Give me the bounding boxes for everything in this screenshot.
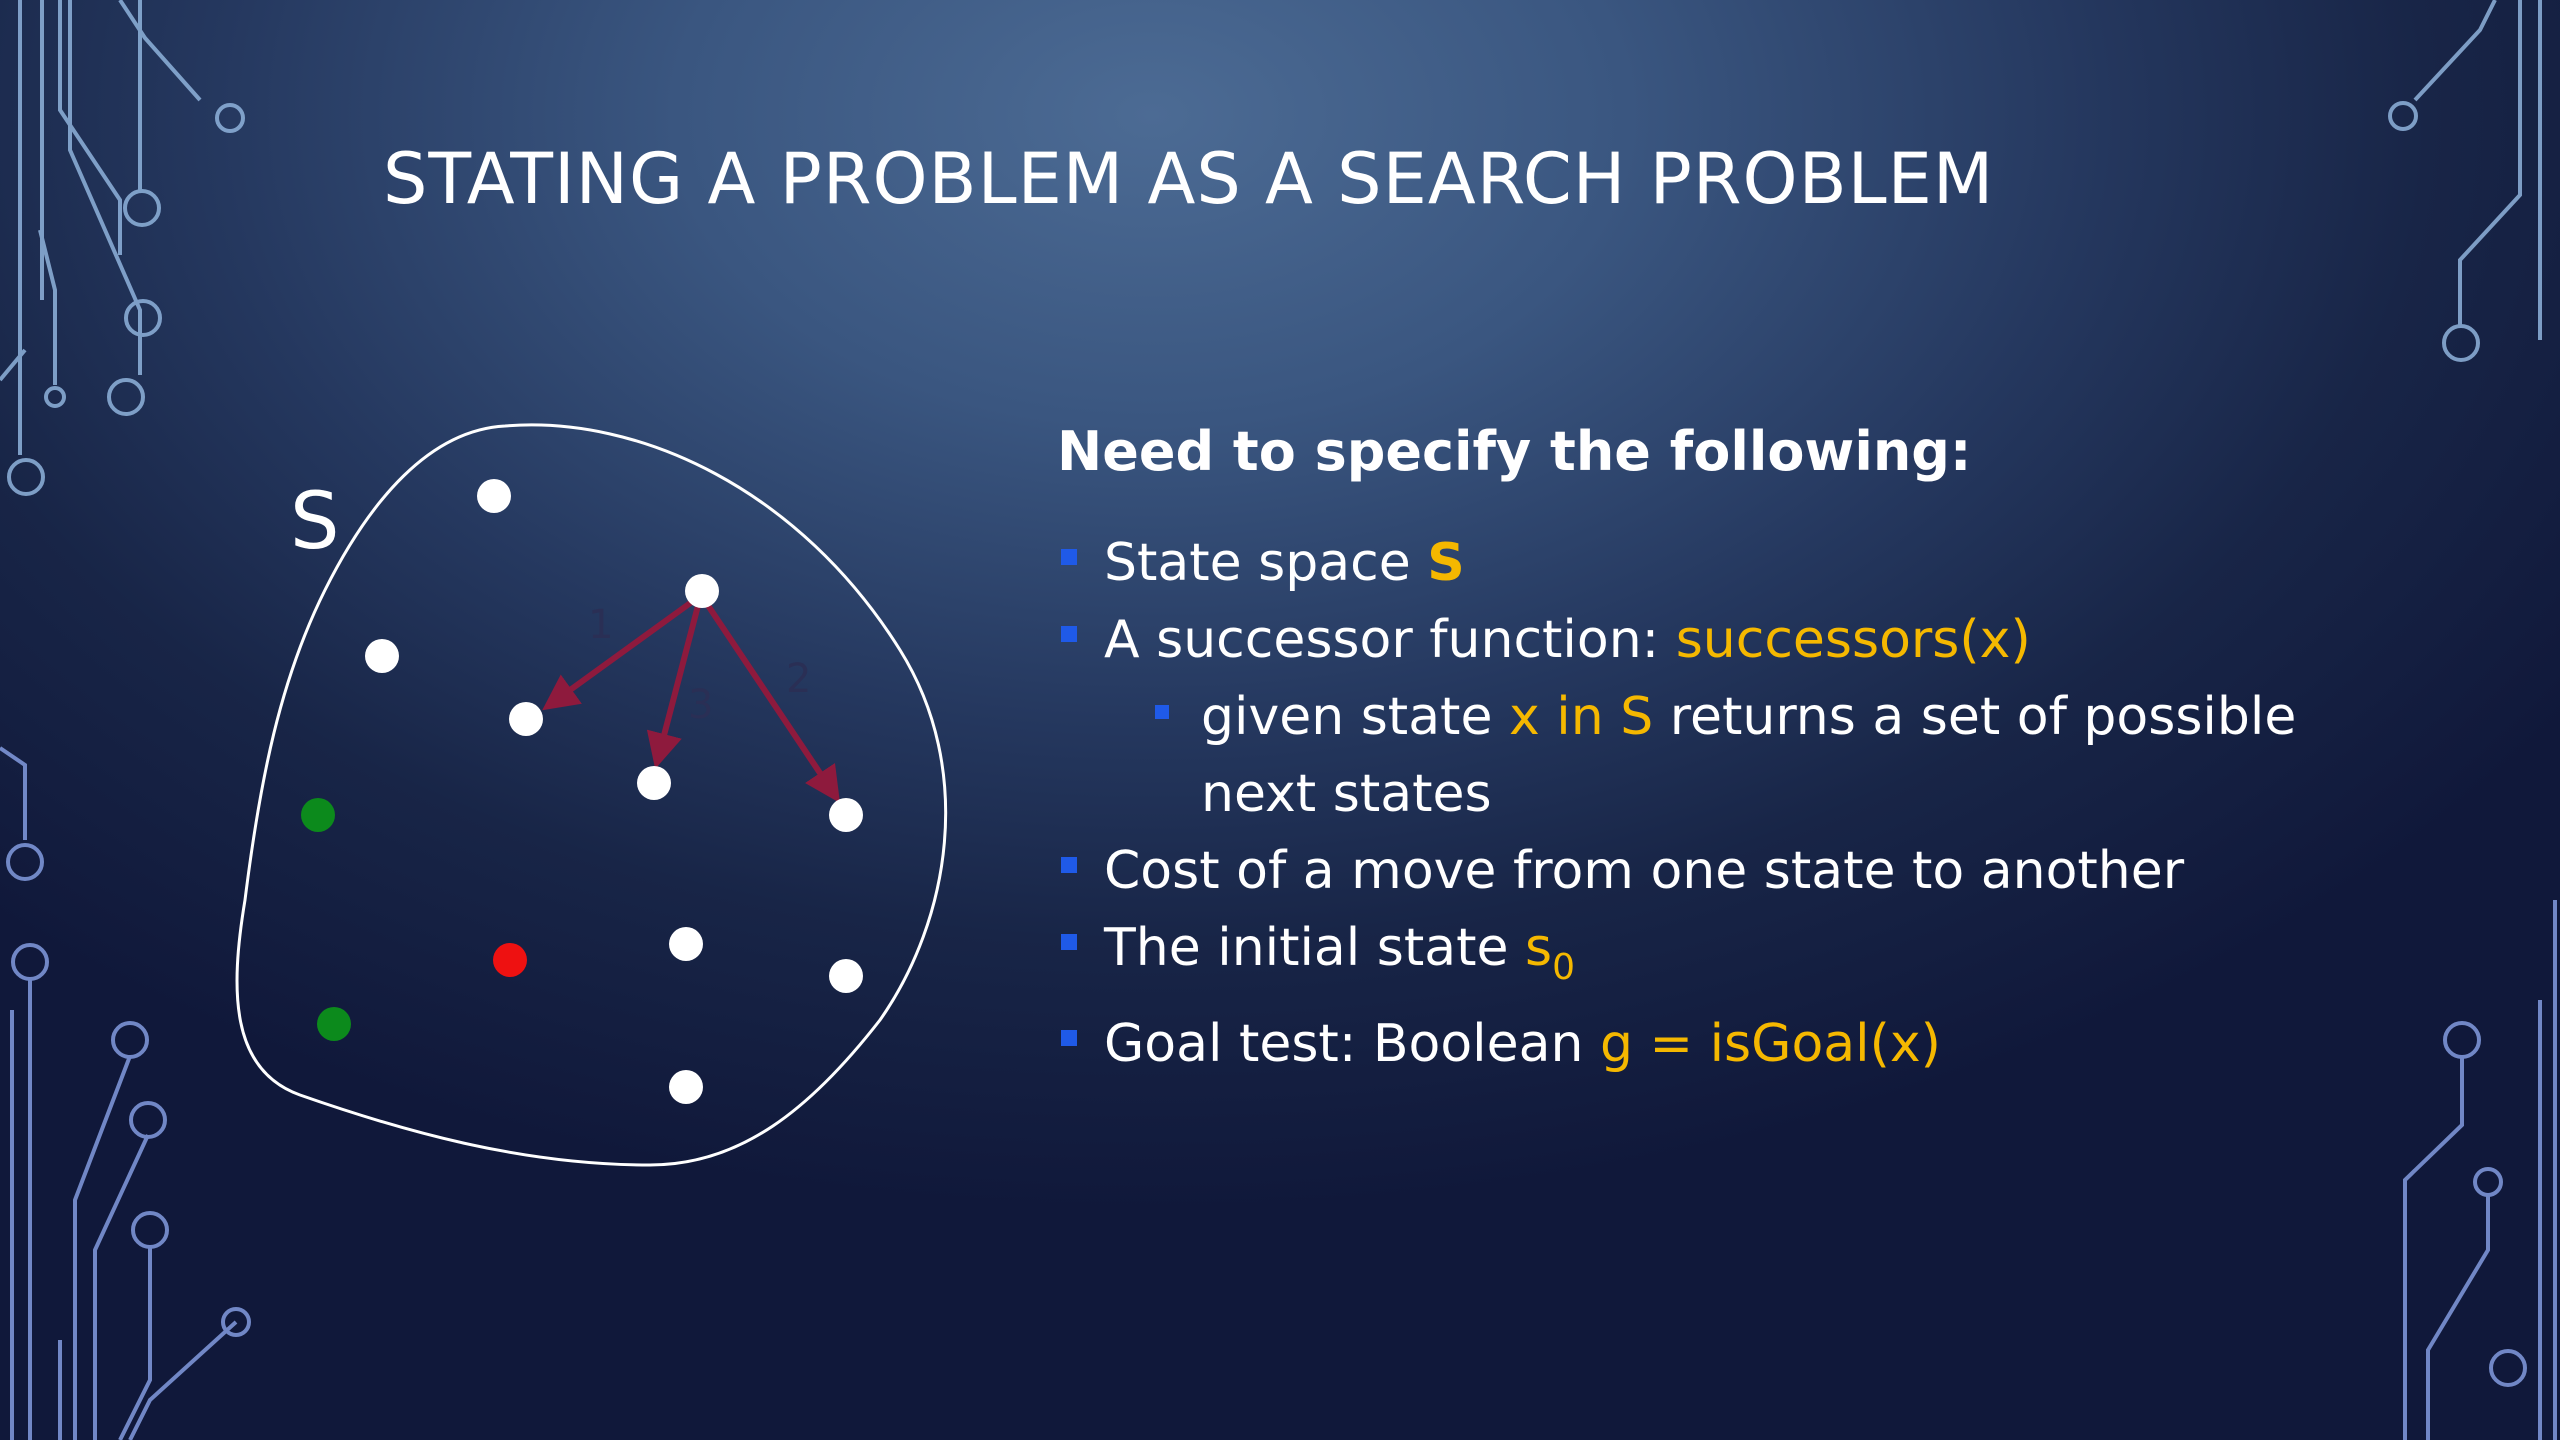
state-node: [669, 927, 703, 961]
bullet-highlight: successors(x): [1675, 610, 2031, 670]
state-node-successor-1: [509, 702, 543, 736]
state-node-successor-3: [637, 766, 671, 800]
state-node: [477, 479, 511, 513]
edge-label-1: 1: [588, 602, 613, 648]
bullet-successor-function: A successor function: successors(x): [1057, 602, 2497, 679]
bullet-marker: [1061, 934, 1077, 950]
bullet-marker: [1061, 1030, 1077, 1046]
bullet-goal-test: Goal test: Boolean g = isGoal(x): [1057, 1006, 2497, 1083]
goal-state-node: [317, 1007, 351, 1041]
state-node: [669, 1070, 703, 1104]
bullet-cost: Cost of a move from one state to another: [1057, 833, 2497, 910]
edge-arrow-2: [700, 596, 841, 803]
edge-label-2: 2: [786, 656, 811, 702]
bullet-marker: [1061, 857, 1077, 873]
bullet-text: Goal test: Boolean: [1104, 1014, 1600, 1074]
bullet-marker: [1061, 626, 1077, 642]
bullet-marker: [1155, 705, 1169, 719]
bullet-highlight: s: [1525, 918, 1553, 978]
bullet-highlight: x in S: [1508, 687, 1654, 747]
bullet-text: Cost of a move from one state to another: [1104, 841, 2185, 901]
state-node: [365, 639, 399, 673]
lead-heading: Need to specify the following:: [1057, 420, 1972, 483]
bullet-text: The initial state: [1104, 918, 1526, 978]
bullet-list: State space S A successor function: succ…: [1057, 525, 2497, 1083]
slide-title: STATING A PROBLEM AS A SEARCH PROBLEM: [383, 138, 1995, 220]
edge-label-3: 3: [688, 682, 713, 728]
state-space-boundary: [235, 423, 948, 1167]
sub-bullet-successor-detail: given state x in S returns a set of poss…: [1153, 679, 2401, 833]
bullet-text: State space: [1104, 533, 1428, 593]
state-node: [829, 959, 863, 993]
bullet-highlight: S: [1427, 533, 1465, 593]
set-label: S: [290, 477, 340, 567]
state-node-successor-2: [829, 798, 863, 832]
bullet-subscript: 0: [1552, 947, 1576, 988]
initial-state-node: [493, 943, 527, 977]
bullet-text: A successor function:: [1104, 610, 1676, 670]
bullet-text: returns a set of possible next states: [1201, 687, 2297, 824]
edge-arrow-3: [646, 597, 703, 769]
bullet-text: given state: [1201, 687, 1509, 747]
goal-state-node: [301, 798, 335, 832]
bullet-marker: [1061, 549, 1077, 565]
bullet-highlight: g = isGoal(x): [1599, 1014, 1941, 1074]
state-node-source: [685, 574, 719, 608]
bullet-initial-state: The initial state s0: [1057, 910, 2497, 1006]
edge-arrow-1: [542, 593, 702, 711]
content-panel: Need to specify the following: State spa…: [1057, 420, 2497, 1083]
bullet-state-space: State space S: [1057, 525, 2497, 602]
